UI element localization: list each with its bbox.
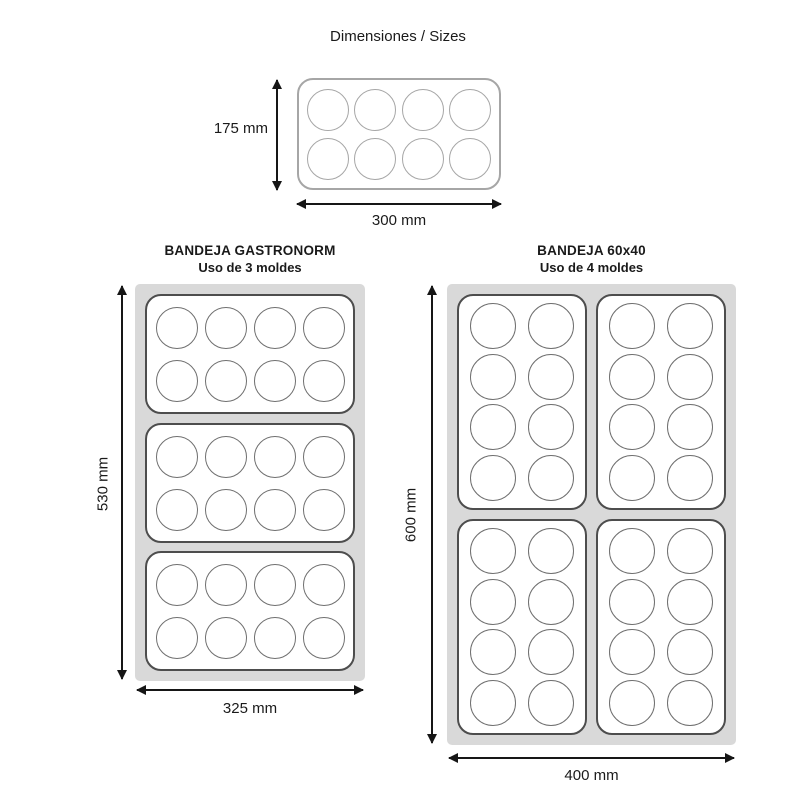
mold-cavity (609, 528, 655, 575)
tray-60x40 (447, 284, 736, 745)
mold-cavity (306, 137, 349, 180)
mold-cavity (302, 616, 345, 659)
mold-cavity (155, 616, 198, 659)
mold-cavity (528, 404, 574, 451)
mold-cavity (470, 578, 516, 625)
mold-cavity (667, 404, 713, 451)
mold-cavity (204, 435, 247, 478)
mold-cavity (470, 629, 516, 676)
gastronorm-height-arrow-icon (121, 286, 123, 679)
mold-cavity (204, 488, 247, 531)
gastronorm-subtitle: Uso de 3 moldes (198, 260, 302, 275)
mold-cavity (401, 88, 444, 131)
mold-cavity (354, 88, 397, 131)
mold-cavity (253, 435, 296, 478)
mold-cavity (528, 629, 574, 676)
gastronorm-title: BANDEJA GASTRONORM (164, 243, 336, 258)
mold-cavity (253, 306, 296, 349)
mold-width-arrow-icon (297, 203, 501, 205)
tray-60x40-mold-2 (596, 294, 726, 510)
mold-cavity (306, 88, 349, 131)
tray-60x40-subtitle: Uso de 4 moldes (539, 260, 644, 275)
mold-cavity (204, 616, 247, 659)
mold-cavity (449, 88, 492, 131)
mold-cavity (609, 578, 655, 625)
mold-cavity (155, 563, 198, 606)
mold-cavity (253, 488, 296, 531)
mold-cavity (667, 528, 713, 575)
mold-cavity (302, 488, 345, 531)
mold-cavity (204, 306, 247, 349)
mold-cavity (253, 616, 296, 659)
mold-cavity (528, 679, 574, 726)
mold-cavity (470, 454, 516, 501)
gastronorm-mold-2 (145, 423, 355, 543)
mold-cavity (155, 488, 198, 531)
mold-cavity (204, 359, 247, 402)
gastronorm-width-label: 325 mm (222, 700, 278, 717)
mold-cavity (667, 303, 713, 350)
mold-cavity (470, 353, 516, 400)
mold-cavity (204, 563, 247, 606)
mold-cavity (609, 629, 655, 676)
mold-cavity (354, 137, 397, 180)
mold-cavity (667, 578, 713, 625)
gastronorm-mold-1 (145, 294, 355, 414)
tray-60x40-width-label: 400 mm (564, 767, 619, 784)
mold-cavity (667, 679, 713, 726)
mold-cavity (609, 454, 655, 501)
mold-cavity (667, 629, 713, 676)
gastronorm-mold-3 (145, 551, 355, 671)
mold-cavity (470, 303, 516, 350)
tray-60x40-mold-4 (596, 519, 726, 735)
mold-cavity (609, 303, 655, 350)
diagram-title: Dimensiones / Sizes (330, 28, 466, 45)
mold-height-label: 175 mm (213, 120, 268, 137)
tray-60x40-width-arrow-icon (449, 757, 734, 759)
mold-cavity (667, 454, 713, 501)
gastronorm-width-arrow-icon (137, 689, 363, 691)
mold-cavity (528, 578, 574, 625)
mold-cavity (401, 137, 444, 180)
single-mold (297, 78, 501, 190)
mold-cavity (253, 359, 296, 402)
mold-width-label: 300 mm (371, 212, 427, 229)
mold-cavity (155, 359, 198, 402)
mold-cavity (609, 353, 655, 400)
mold-cavity (667, 353, 713, 400)
mold-cavity (470, 679, 516, 726)
mold-cavity (528, 303, 574, 350)
mold-cavity (470, 528, 516, 575)
mold-cavity (302, 563, 345, 606)
mold-cavity (528, 528, 574, 575)
mold-cavity (302, 306, 345, 349)
mold-cavity (528, 353, 574, 400)
mold-cavity (155, 435, 198, 478)
mold-cavity (302, 435, 345, 478)
tray-60x40-mold-3 (457, 519, 587, 735)
gastronorm-tray (135, 284, 365, 681)
tray-60x40-title: BANDEJA 60x40 (537, 243, 646, 258)
tray-60x40-height-arrow-icon (431, 286, 433, 743)
mold-cavity (449, 137, 492, 180)
mold-cavity (302, 359, 345, 402)
gastronorm-height-label: 530 mm (94, 456, 112, 512)
mold-cavity (609, 679, 655, 726)
mold-cavity (609, 404, 655, 451)
tray-60x40-height-label: 600 mm (402, 487, 420, 543)
tray-60x40-mold-1 (457, 294, 587, 510)
mold-cavity (253, 563, 296, 606)
mold-cavity (528, 454, 574, 501)
mold-height-arrow-icon (276, 80, 278, 190)
mold-cavity (155, 306, 198, 349)
mold-cavity (470, 404, 516, 451)
